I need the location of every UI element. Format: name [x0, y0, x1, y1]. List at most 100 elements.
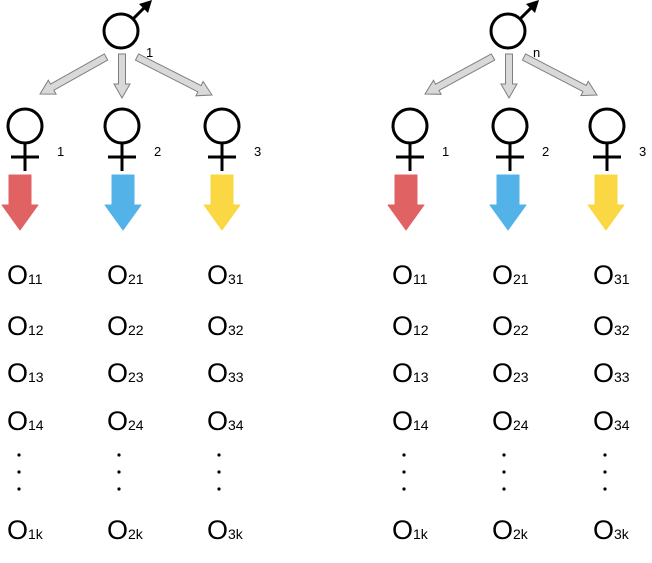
offspring-letter: O — [593, 515, 615, 545]
offspring-arrow-blue — [489, 174, 527, 231]
offspring-subscript: 33 — [614, 369, 630, 385]
ellipsis-dot — [402, 470, 406, 474]
female-label: 2 — [154, 144, 162, 159]
offspring-letter: O — [7, 358, 29, 388]
ellipsis-dot — [603, 470, 607, 474]
offspring-O13: O13 — [392, 360, 429, 387]
female-label: 3 — [639, 144, 647, 159]
offspring-letter: O — [107, 358, 129, 388]
offspring-O12: O12 — [7, 313, 44, 340]
offspring-subscript: 32 — [228, 322, 244, 338]
offspring-O3k: O3k — [207, 517, 243, 544]
offspring-subscript: 24 — [128, 417, 144, 433]
offspring-O2k: O2k — [107, 517, 143, 544]
ellipsis-dot — [117, 453, 121, 457]
offspring-O23: O23 — [107, 360, 144, 387]
offspring-subscript: 23 — [128, 369, 144, 385]
offspring-O31: O31 — [207, 262, 244, 289]
offspring-O3k: O3k — [593, 517, 629, 544]
male-symbol-circle — [102, 12, 140, 50]
offspring-letter: O — [392, 311, 414, 341]
offspring-O12: O12 — [392, 313, 429, 340]
gray-arrow-center — [113, 53, 131, 100]
ellipsis-dot — [217, 470, 221, 474]
offspring-O1k: O1k — [392, 517, 428, 544]
offspring-letter: O — [492, 260, 514, 290]
offspring-O14: O14 — [392, 408, 429, 435]
offspring-O33: O33 — [207, 360, 244, 387]
offspring-subscript: 13 — [413, 369, 429, 385]
offspring-O11: O11 — [7, 262, 43, 289]
offspring-subscript: 13 — [28, 369, 44, 385]
offspring-subscript: 2k — [128, 526, 143, 542]
male-symbol-head — [526, 0, 540, 13]
offspring-letter: O — [107, 515, 129, 545]
female-symbol-circle — [103, 107, 141, 145]
offspring-subscript: 11 — [28, 271, 43, 287]
offspring-arrow-yellow — [203, 174, 241, 231]
ellipsis-dot — [402, 487, 406, 491]
offspring-letter: O — [593, 311, 615, 341]
offspring-arrow-red — [1, 174, 39, 231]
offspring-letter: O — [207, 406, 229, 436]
offspring-letter: O — [207, 260, 229, 290]
offspring-subscript: 2k — [513, 526, 528, 542]
offspring-letter: O — [392, 358, 414, 388]
offspring-O31: O31 — [593, 262, 630, 289]
offspring-O21: O21 — [107, 262, 144, 289]
ellipsis-dot — [603, 487, 607, 491]
offspring-O22: O22 — [492, 313, 529, 340]
offspring-subscript: 32 — [614, 322, 630, 338]
offspring-subscript: 21 — [128, 271, 144, 287]
offspring-subscript: 11 — [413, 271, 428, 287]
offspring-letter: O — [7, 311, 29, 341]
offspring-letter: O — [207, 515, 229, 545]
ellipsis-dot — [117, 470, 121, 474]
ellipsis-dot — [17, 470, 21, 474]
ellipsis-dot — [117, 487, 121, 491]
ellipsis-dot — [217, 487, 221, 491]
female-symbol-circle — [491, 107, 529, 145]
offspring-letter: O — [492, 358, 514, 388]
offspring-O11: O11 — [392, 262, 428, 289]
ellipsis-dot — [17, 487, 21, 491]
ellipsis-dot — [502, 470, 506, 474]
offspring-O1k: O1k — [7, 517, 43, 544]
offspring-subscript: 14 — [413, 417, 429, 433]
offspring-O22: O22 — [107, 313, 144, 340]
offspring-O24: O24 — [492, 408, 529, 435]
offspring-subscript: 33 — [228, 369, 244, 385]
offspring-subscript: 12 — [413, 322, 429, 338]
ellipsis-dot — [603, 453, 607, 457]
offspring-letter: O — [107, 406, 129, 436]
offspring-arrow-yellow — [587, 174, 625, 231]
offspring-letter: O — [107, 260, 129, 290]
offspring-O13: O13 — [7, 360, 44, 387]
offspring-subscript: 12 — [28, 322, 44, 338]
offspring-letter: O — [207, 311, 229, 341]
gray-arrow-right — [134, 53, 213, 97]
offspring-letter: O — [7, 260, 29, 290]
offspring-subscript: 23 — [513, 369, 529, 385]
offspring-subscript: 14 — [28, 417, 44, 433]
gray-arrow-center — [500, 53, 518, 100]
offspring-arrow-blue — [104, 174, 142, 231]
offspring-O32: O32 — [593, 313, 630, 340]
offspring-O33: O33 — [593, 360, 630, 387]
offspring-subscript: 31 — [614, 271, 630, 287]
offspring-letter: O — [492, 406, 514, 436]
male-label: n — [533, 45, 541, 60]
gray-arrow-left — [39, 53, 109, 95]
offspring-letter: O — [392, 406, 414, 436]
offspring-O23: O23 — [492, 360, 529, 387]
male-symbol-head — [139, 0, 153, 13]
female-label: 2 — [542, 144, 550, 159]
female-label: 1 — [442, 144, 450, 159]
offspring-subscript: 22 — [128, 322, 144, 338]
offspring-subscript: 21 — [513, 271, 529, 287]
offspring-subscript: 34 — [614, 417, 630, 433]
ellipsis-dot — [502, 487, 506, 491]
gray-arrow-right — [521, 53, 598, 97]
